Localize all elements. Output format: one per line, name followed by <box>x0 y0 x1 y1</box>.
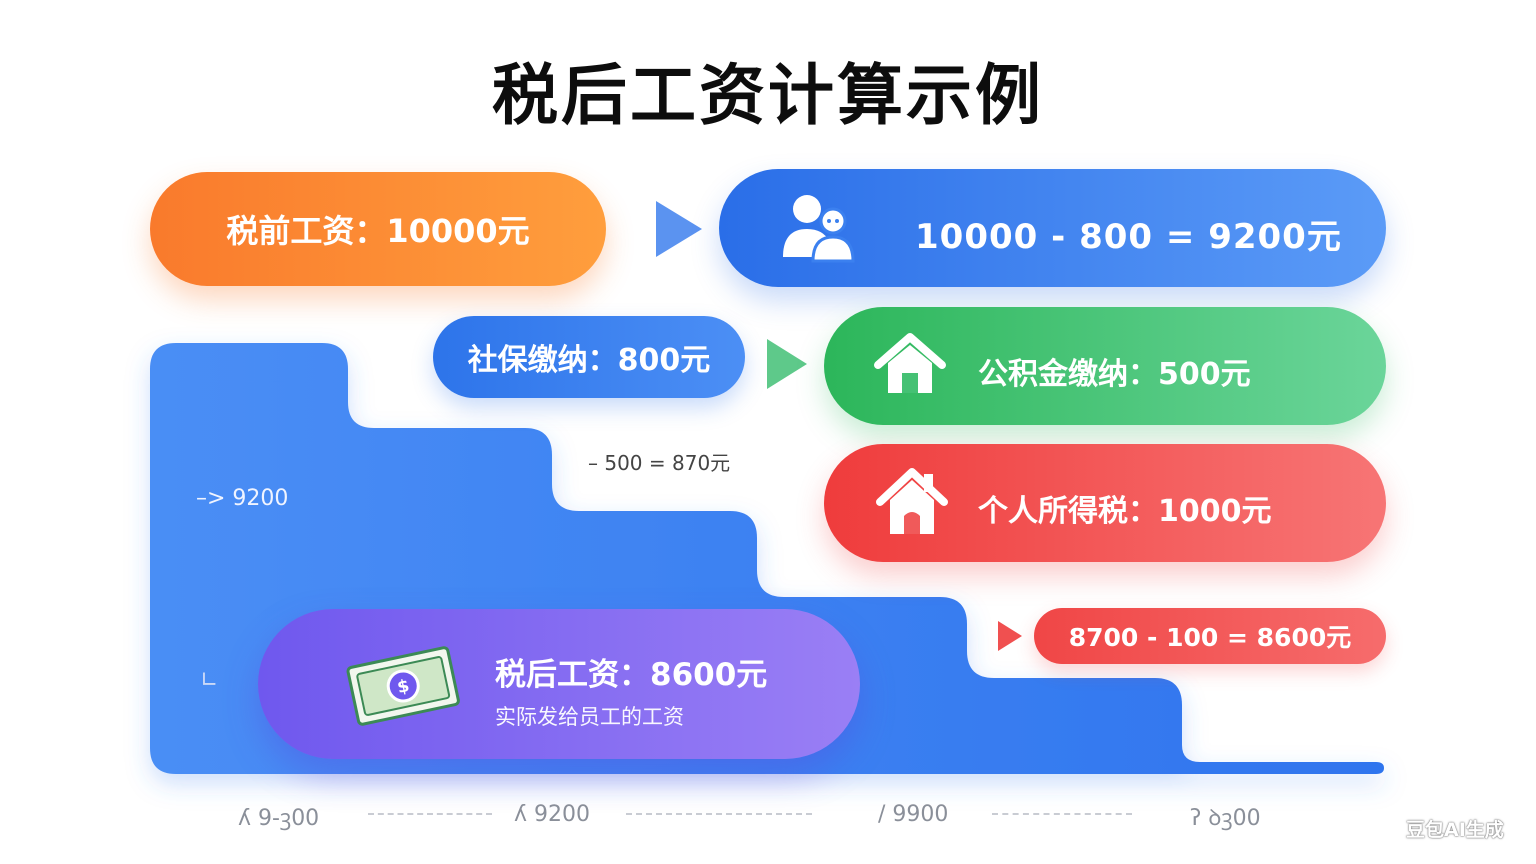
page-title: 税后工资计算示例 <box>492 57 1044 134</box>
final-calc-pill: 8700 - 100 = 8600元 <box>1034 608 1386 664</box>
axis-dash <box>626 813 812 815</box>
pretax-salary-pill: 税前工资：10000元 <box>150 172 606 286</box>
small-calc-text: – 500 = 870元 <box>588 451 731 475</box>
axis-dash <box>992 813 1132 815</box>
axis-dash <box>368 813 492 815</box>
watermark: 豆包AI生成 <box>1406 819 1504 841</box>
arrow-right-icon <box>656 201 702 257</box>
axis-label: ʔ ꝺꝫ00 <box>1190 806 1261 831</box>
axis-label: / 9900 <box>878 802 949 827</box>
house-icon <box>874 331 946 399</box>
pretax-salary-text: 税前工资：10000元 <box>226 212 530 250</box>
banknote-icon: $ <box>344 643 462 727</box>
axis-label: ʎ 9200 <box>514 802 591 827</box>
arrow-right-icon <box>767 339 807 389</box>
net-salary-subtitle: 实际发给员工的工资 <box>495 705 684 729</box>
income-tax-text: 个人所得税：1000元 <box>978 494 1272 529</box>
left-value-label: –> 9200 <box>196 486 289 511</box>
social-security-pill: 社保缴纳：800元 <box>433 316 745 398</box>
social-security-text: 社保缴纳：800元 <box>467 343 711 378</box>
svg-text:$: $ <box>396 676 412 698</box>
final-calc-text: 8700 - 100 = 8600元 <box>1068 623 1352 652</box>
net-salary-pill: $ 税后工资：8600元 实际发给员工的工资 <box>258 609 860 759</box>
arrow-right-icon <box>998 621 1022 651</box>
left-mark: ∟ <box>200 668 219 693</box>
house-icon <box>876 466 948 538</box>
housing-fund-text: 公积金缴纳：500元 <box>978 357 1251 392</box>
gross-calc-pill: 10000 - 800 = 9200元 <box>719 169 1386 287</box>
gross-calc-text: 10000 - 800 = 9200元 <box>915 217 1342 257</box>
housing-fund-pill: 公积金缴纳：500元 <box>824 307 1386 425</box>
net-salary-text: 税后工资：8600元 <box>495 657 768 693</box>
people-icon <box>779 191 859 265</box>
income-tax-pill: 个人所得税：1000元 <box>824 444 1386 562</box>
axis-label: ʎ 9-ꝫ00 <box>238 806 320 831</box>
